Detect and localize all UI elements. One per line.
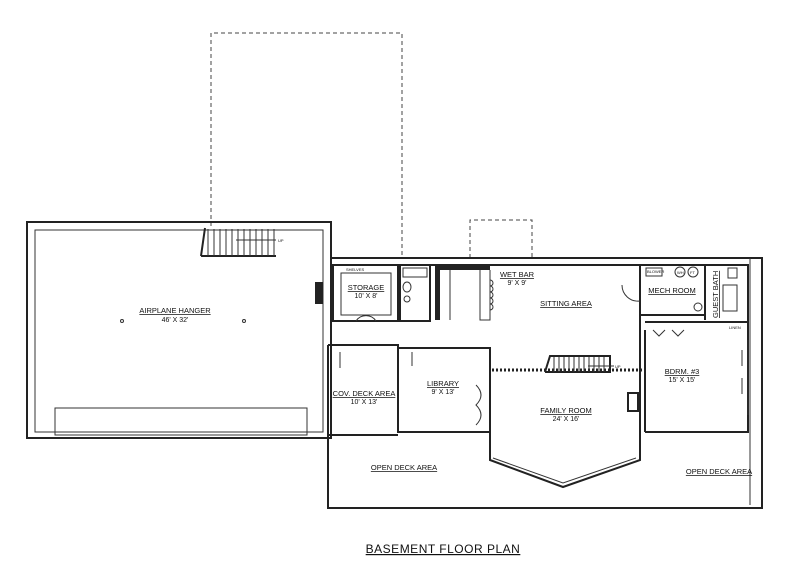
mech-room-label: MECH ROOM bbox=[648, 286, 696, 295]
main-stairs-up-label: UP bbox=[615, 364, 621, 369]
bedroom-label: BDRM. #3 bbox=[665, 367, 700, 376]
hangar-size: 46' X 32' bbox=[162, 317, 189, 324]
hangar-door bbox=[54, 407, 308, 436]
library-walls bbox=[328, 344, 491, 433]
hangar-label: AIRPLANE HANGER bbox=[139, 306, 211, 315]
sitting-area-label: SITTING AREA bbox=[540, 299, 592, 308]
family-fireplace bbox=[627, 392, 639, 412]
library-size: 9' X 13' bbox=[432, 389, 455, 396]
bedroom-size: 15' X 15' bbox=[669, 377, 696, 384]
ft-label: FT bbox=[690, 270, 695, 275]
family-room-size: 24' X 16' bbox=[553, 416, 580, 423]
shelves-label: SHELVES bbox=[346, 267, 364, 272]
open-deck-right-label: OPEN DECK AREA bbox=[686, 467, 752, 476]
linen-label: LINEN bbox=[729, 325, 741, 330]
wet-bar-label: WET BAR bbox=[500, 270, 535, 279]
wet-bar-counter bbox=[435, 265, 490, 320]
powder-bath bbox=[399, 264, 431, 322]
guest-bath-label: GUEST BATH bbox=[711, 271, 720, 318]
deck-outline bbox=[327, 257, 763, 509]
hangar-extension-outline bbox=[210, 32, 403, 258]
library-label: LIBRARY bbox=[427, 379, 459, 388]
stairs-up-label: UP bbox=[278, 238, 284, 243]
fireplace bbox=[315, 282, 323, 304]
cov-deck-label: COV. DECK AREA bbox=[333, 389, 396, 398]
family-room-walls bbox=[489, 330, 641, 489]
wet-bar-size: 9' X 9' bbox=[507, 280, 526, 287]
blower-label: BLOWER bbox=[647, 269, 664, 274]
open-deck-left-label: OPEN DECK AREA bbox=[371, 463, 437, 472]
cov-deck-walls bbox=[327, 345, 398, 436]
water-heater-label: WH bbox=[677, 270, 684, 275]
family-room-label: FAMILY ROOM bbox=[540, 406, 591, 415]
bay-extension-outline bbox=[469, 219, 533, 258]
main-stairs bbox=[544, 355, 614, 373]
airplane-hangar: UP bbox=[26, 221, 332, 439]
plan-title: BASEMENT FLOOR PLAN bbox=[366, 542, 521, 556]
storage-size: 10' X 8' bbox=[355, 293, 378, 300]
storage-room bbox=[332, 264, 399, 322]
cov-deck-size: 10' X 13' bbox=[351, 399, 378, 406]
east-walls bbox=[639, 265, 748, 432]
storage-label: STORAGE bbox=[348, 283, 385, 292]
hangar-stairs bbox=[200, 227, 276, 257]
